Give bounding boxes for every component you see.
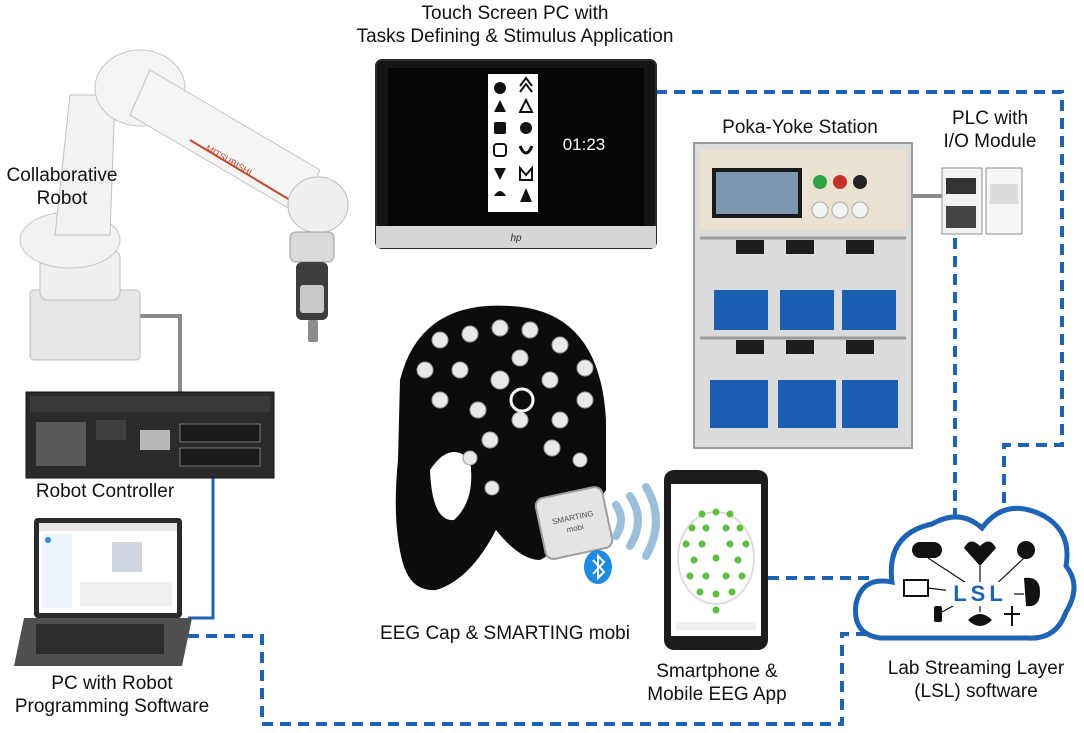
stimulus-timer: 01:23 — [563, 135, 606, 154]
bin — [842, 380, 898, 428]
label-touch-screen-pc: Touch Screen PC with Tasks Defining & St… — [330, 2, 700, 48]
label-smartphone: Smartphone & Mobile EEG App — [632, 660, 802, 706]
phone-icon — [934, 606, 942, 622]
label-plc-line2: I/O Module — [943, 131, 1037, 152]
dashed-link-laptop-lsl — [188, 632, 880, 726]
label-eeg-cap-text: EEG Cap & SMARTING mobi — [380, 623, 630, 644]
monitor-brand: hp — [510, 233, 522, 244]
eye-icon — [968, 614, 992, 626]
label-touch-screen-pc-line1: Touch Screen PC with — [421, 3, 609, 24]
label-lsl-software-line2: (LSL) software — [914, 681, 1038, 702]
gamepad-icon — [912, 542, 942, 558]
figure-icon — [1004, 606, 1020, 626]
label-smartphone-line1: Smartphone & — [656, 661, 778, 682]
label-robot-controller-text: Robot Controller — [35, 481, 175, 502]
touch-screen-pc: hp 01:23 — [375, 59, 657, 249]
stimulus-panel — [488, 74, 538, 212]
label-collaborative-robot-line2: Robot — [36, 188, 88, 209]
lsl-cloud: LSL — [853, 505, 1077, 641]
label-poka-yoke-station: Poka-Yoke Station — [700, 116, 900, 139]
lsl-logo-text: LSL — [953, 581, 1007, 606]
eeg-channel-dots — [682, 508, 750, 614]
dashed-link-touchpc-lsl — [656, 90, 1064, 510]
bin — [714, 290, 768, 330]
plc-io-module — [941, 167, 1023, 235]
bin — [778, 380, 836, 428]
label-poka-yoke-station-text: Poka-Yoke Station — [722, 117, 878, 138]
label-lsl-software-line1: Lab Streaming Layer — [887, 658, 1065, 679]
smarting-mobi-device: SMARTING mobi — [534, 486, 614, 560]
label-collaborative-robot-line1: Collaborative — [6, 165, 118, 186]
label-plc: PLC with I/O Module — [930, 107, 1050, 153]
robot-controller — [25, 391, 275, 479]
label-collaborative-robot: Collaborative Robot — [2, 164, 122, 210]
collaborative-robot-illustration: MITSUBISHI — [19, 49, 349, 361]
label-smartphone-line2: Mobile EEG App — [647, 684, 787, 705]
device-name-line2: mobi — [566, 522, 585, 534]
label-touch-screen-pc-line2: Tasks Defining & Stimulus Application — [356, 26, 674, 47]
bin — [842, 290, 896, 330]
poka-yoke-station — [693, 142, 913, 449]
label-pc-robot-programming: PC with Robot Programming Software — [6, 672, 218, 718]
bluetooth-icon — [584, 550, 612, 584]
label-lsl-software: Lab Streaming Layer (LSL) software — [876, 657, 1076, 703]
electrodes — [416, 319, 594, 496]
label-plc-line1: PLC with — [951, 108, 1029, 129]
smartphone — [664, 470, 768, 650]
label-pc-robot-programming-line1: PC with Robot — [51, 673, 173, 694]
gray-link-robot-controller — [140, 314, 182, 392]
laptop — [14, 518, 192, 666]
wireless-signal-icon — [612, 483, 660, 560]
solid-link-controller-laptop — [188, 478, 215, 620]
heartbeat-icon — [964, 541, 996, 566]
muscle-icon — [1017, 541, 1035, 559]
head-icon — [1024, 577, 1040, 607]
label-robot-controller: Robot Controller — [20, 480, 190, 503]
lsl-icons — [903, 541, 1040, 626]
label-pc-robot-programming-line2: Programming Software — [14, 696, 210, 717]
label-eeg-cap: EEG Cap & SMARTING mobi — [370, 622, 640, 645]
bin — [780, 290, 834, 330]
stimulus-symbols — [493, 76, 534, 202]
bin — [710, 380, 768, 428]
connections — [140, 90, 1064, 726]
